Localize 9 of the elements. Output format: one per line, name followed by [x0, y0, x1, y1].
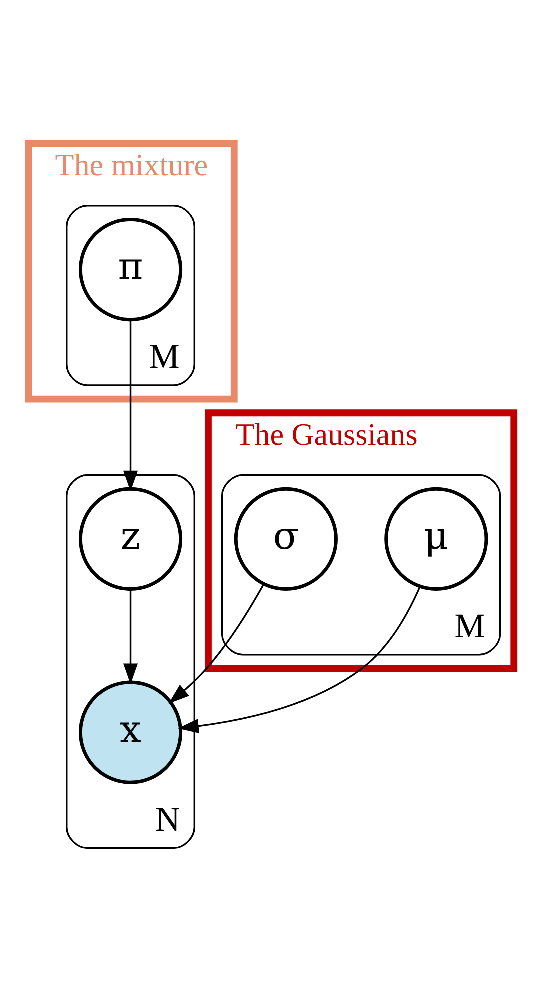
arrow	[178, 586, 422, 734]
arrow	[124, 589, 138, 684]
arrow	[168, 584, 265, 704]
arrow	[124, 320, 138, 492]
node-circle: μ	[384, 487, 488, 591]
node-circle: z	[78, 487, 183, 591]
node-circle: σ	[234, 487, 338, 591]
node-circle: x	[78, 680, 183, 784]
node-circle: π	[78, 218, 183, 322]
